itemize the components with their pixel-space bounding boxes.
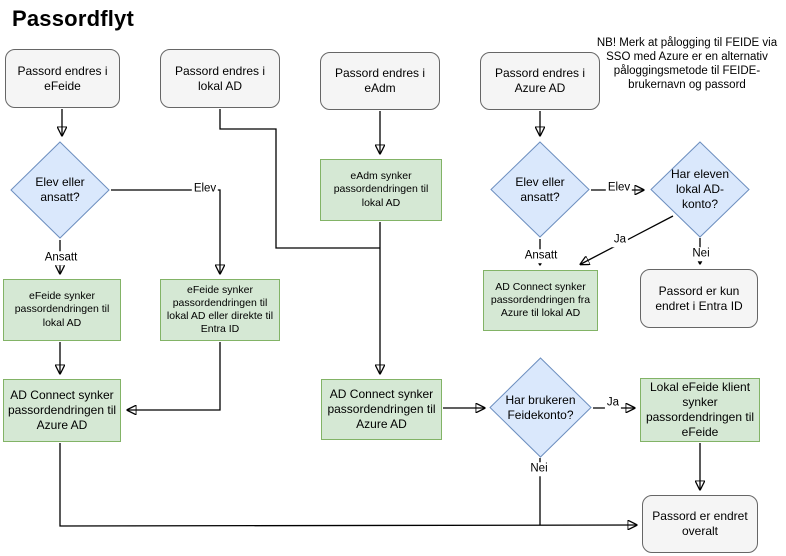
decision-label: Har brukeren Feidekonto?	[505, 392, 576, 422]
decision-label: Elev eller ansatt?	[515, 174, 565, 204]
decision-elev-ansatt-2: Elev eller ansatt?	[490, 141, 590, 238]
process-adconnect-fra-azure: AD Connect synker passordendringen fra A…	[483, 270, 598, 331]
edge-label-ansatt-left: Ansatt	[42, 251, 80, 265]
process-eadm-synker-lokal-ad: eAdm synker passordendringen til lokal A…	[320, 159, 442, 221]
edge-label-elev-left: Elev	[191, 182, 219, 196]
start-node-efeide: Passord endres i eFeide	[5, 49, 120, 108]
edge-label-ja-feidekonto: Ja	[604, 396, 622, 410]
end-node-kun-entra-id: Passord er kun endret i Entra ID	[640, 269, 758, 328]
edge-lokalad-route	[219, 109, 380, 249]
process-adconnect-azure-left: AD Connect synker passordendringen til A…	[3, 379, 121, 442]
decision-label: Elev eller ansatt?	[35, 175, 85, 204]
edge-label-ansatt-right: Ansatt	[522, 249, 560, 263]
process-lokal-efeide-klient: Lokal eFeide klient synker passordendrin…	[640, 378, 760, 442]
edge-decision1-elev	[111, 189, 220, 273]
edge-label-ja-adkonto: Ja	[611, 233, 629, 247]
decision-label: Har eleven lokal AD-konto?	[670, 167, 730, 211]
process-adconnect-azure-mid: AD Connect synker passordendringen til A…	[321, 379, 442, 440]
edge-label-nei-feidekonto: Nei	[528, 462, 550, 476]
start-node-lokal-ad: Passord endres i lokal AD	[160, 49, 280, 108]
edge-adconnect-left-to-overalt	[59, 443, 636, 526]
note-text: NB! Merk at pålogging til FEIDE via SSO …	[596, 37, 778, 92]
start-node-eadm: Passord endres i eAdm	[320, 52, 440, 110]
diamond-shape	[489, 357, 592, 458]
page-title: Passordflyt	[12, 6, 135, 31]
edge-label-elev-right: Elev	[605, 181, 633, 195]
process-efeide-synker-lokal-ad-entra: eFeide synker passordendringen til lokal…	[160, 279, 280, 341]
edge-label-nei-adkonto: Nei	[690, 247, 712, 261]
end-node-endret-overalt: Passord er endret overalt	[642, 495, 758, 553]
diamond-shape	[490, 141, 590, 238]
start-node-azure-ad: Passord endres i Azure AD	[480, 52, 600, 110]
diamond-shape	[650, 141, 750, 238]
diamond-shape	[10, 141, 110, 239]
decision-har-eleven-lokal-ad: Har eleven lokal AD-konto?	[650, 141, 750, 238]
decision-har-brukeren-feidekonto: Har brukeren Feidekonto?	[489, 357, 592, 458]
decision-elev-ansatt-1: Elev eller ansatt?	[10, 141, 110, 239]
edge-green2-to-adconnect-left	[128, 342, 221, 410]
process-efeide-synker-lokal-ad: eFeide synker passordendringen til lokal…	[3, 279, 121, 341]
